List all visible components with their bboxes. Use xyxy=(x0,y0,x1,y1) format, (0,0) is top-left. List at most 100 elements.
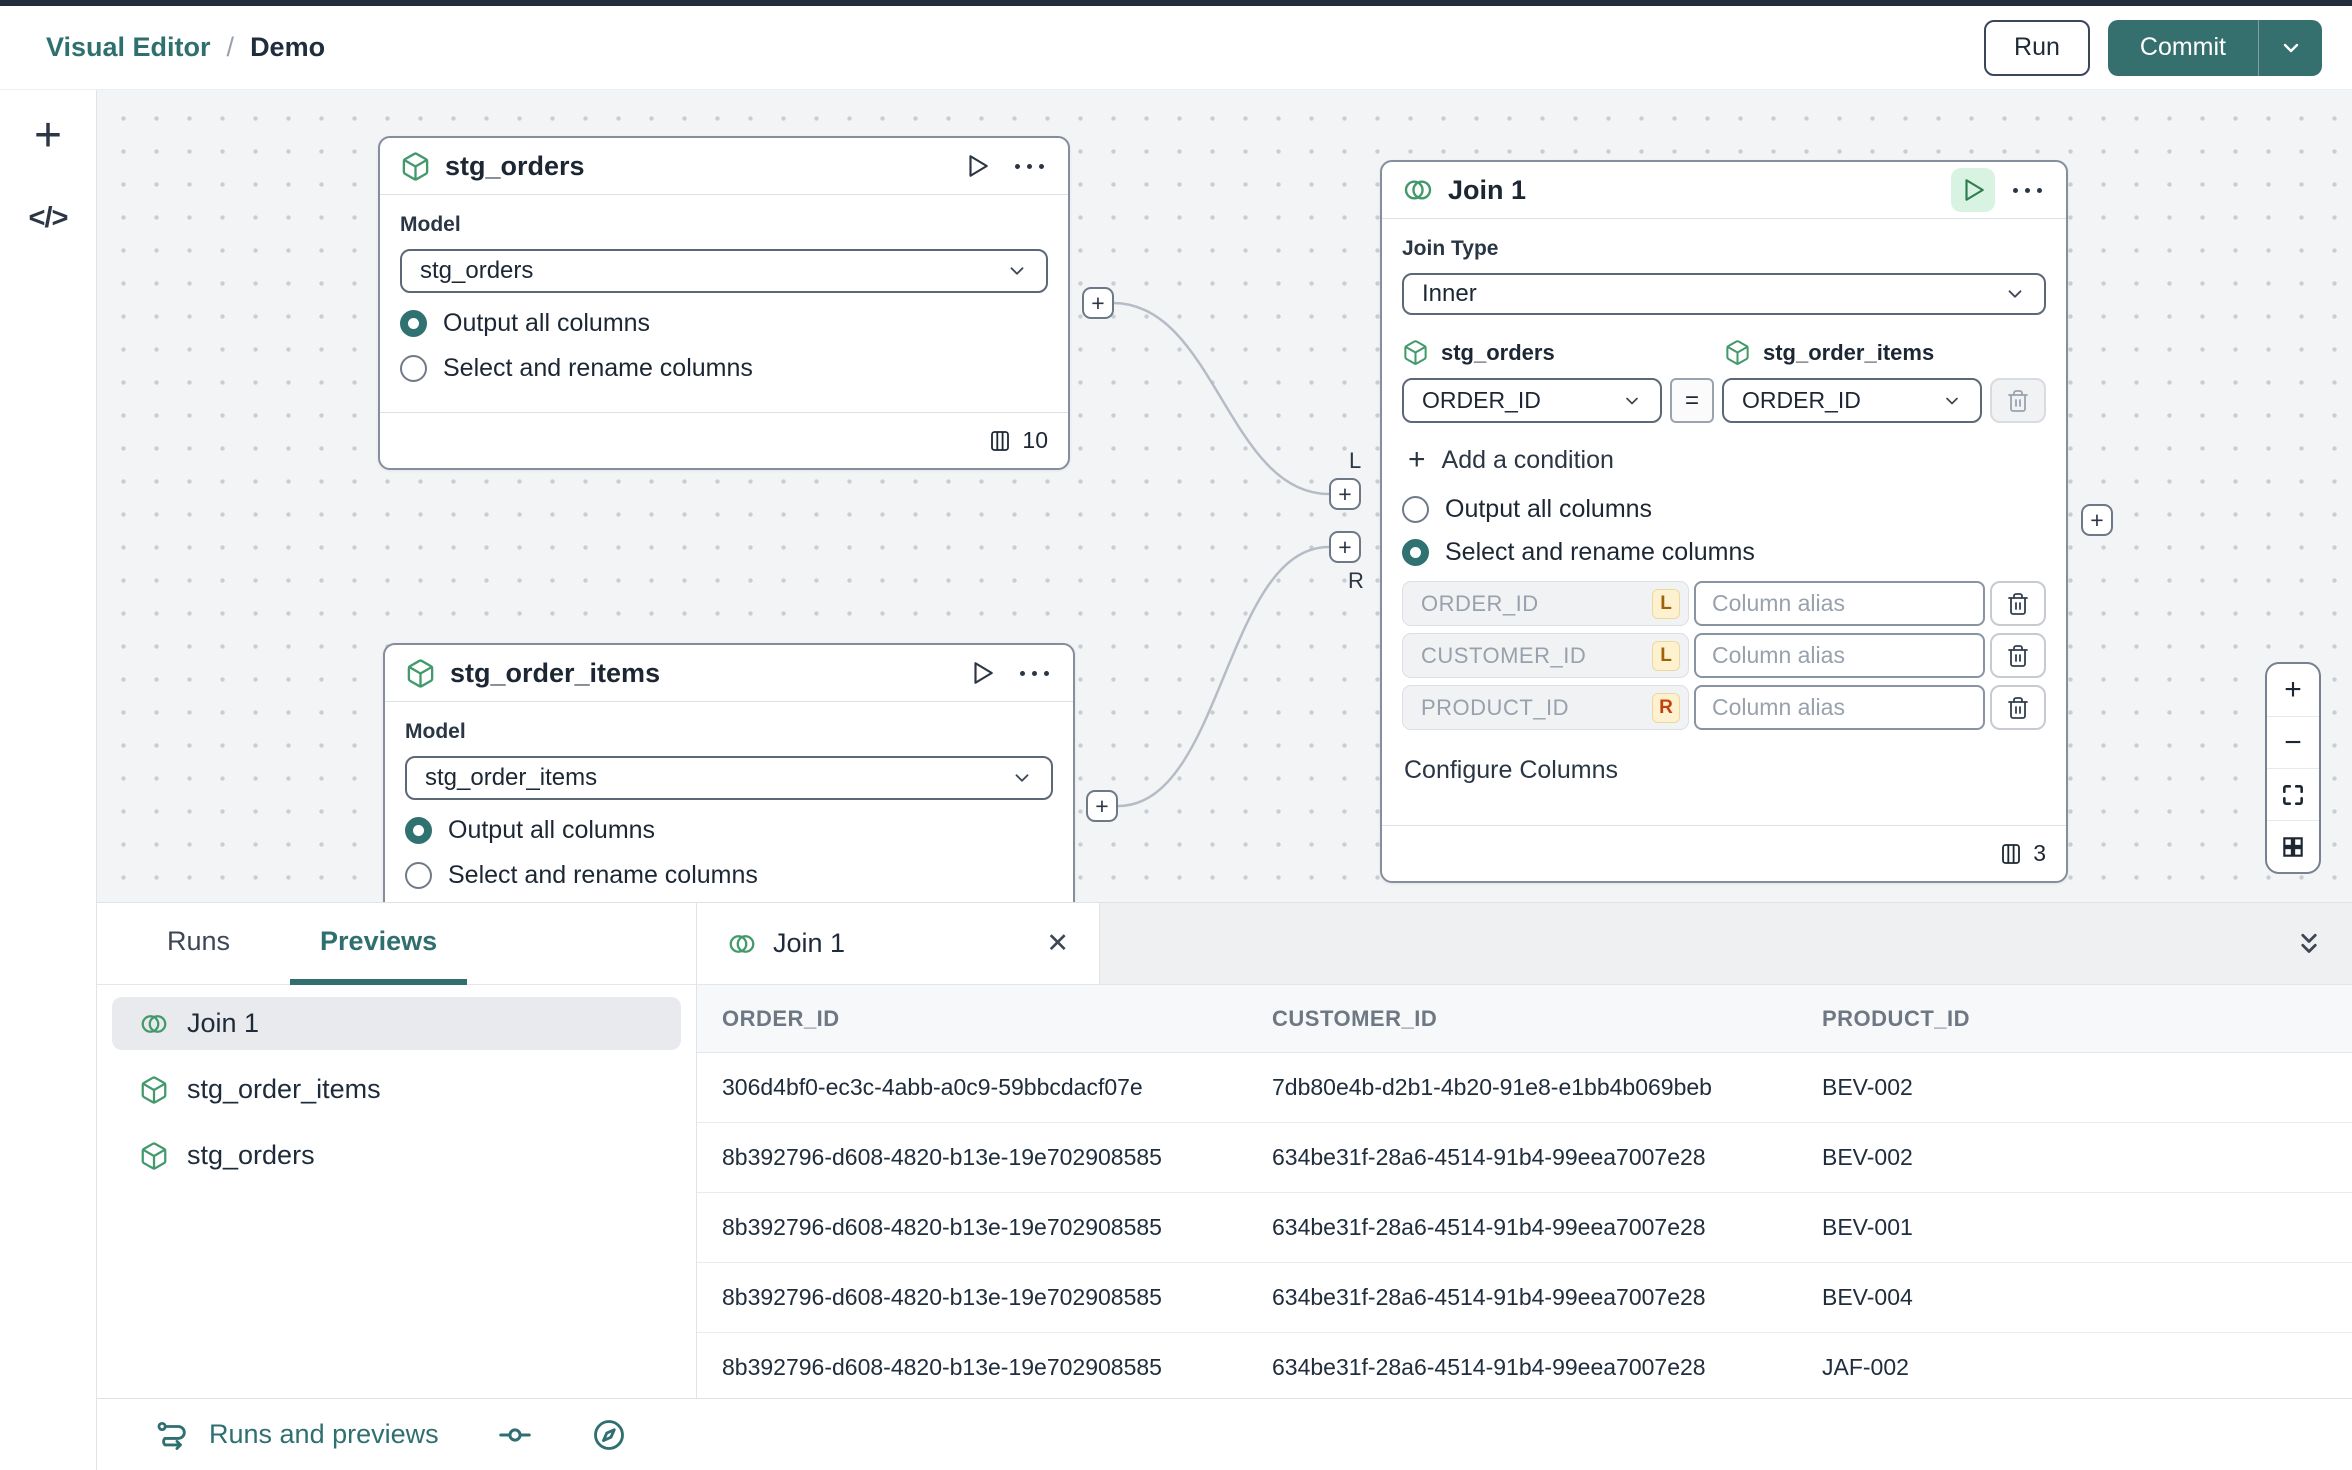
radio-unselected-icon[interactable] xyxy=(1402,496,1429,523)
list-item-label: stg_orders xyxy=(187,1140,315,1170)
radio-unselected-icon[interactable] xyxy=(405,862,432,889)
add-condition-button[interactable]: + Add a condition xyxy=(1408,445,2046,475)
play-node-button[interactable] xyxy=(957,146,997,186)
runs-and-previews-button[interactable]: Runs and previews xyxy=(155,1418,439,1452)
condition-left-select[interactable]: ORDER_ID xyxy=(1402,378,1662,423)
condition-right-select[interactable]: ORDER_ID xyxy=(1722,378,1982,423)
model-cube-icon xyxy=(141,1075,167,1104)
port-join-left-input[interactable]: + xyxy=(1329,478,1361,510)
delete-condition-button[interactable] xyxy=(1990,378,2046,423)
node-stg-order-items[interactable]: stg_order_items Model stg_order_items Ou… xyxy=(383,643,1075,902)
add-node-button[interactable]: + xyxy=(33,109,63,162)
radio-label: Output all columns xyxy=(443,309,651,337)
list-item-stg-order-items[interactable]: stg_order_items xyxy=(112,1063,681,1116)
pipeline-canvas[interactable]: stg_orders Model stg_orders Output all c… xyxy=(97,90,2352,902)
table-row[interactable]: 306d4bf0-ec3c-4abb-a0c9-59bbcdacf07e 7db… xyxy=(697,1053,2352,1123)
radio-select-rename[interactable]: Select and rename columns xyxy=(1402,538,2046,567)
radio-select-rename[interactable]: Select and rename columns xyxy=(405,861,1053,890)
radio-selected-icon[interactable] xyxy=(1402,539,1429,566)
trash-icon xyxy=(2008,592,2028,615)
port-join-right-input[interactable]: + xyxy=(1329,531,1361,563)
radio-selected-icon[interactable] xyxy=(400,310,427,337)
column-alias-row: PRODUCT_ID R xyxy=(1402,685,2046,730)
collapse-panel-button[interactable] xyxy=(2294,929,2324,959)
node-stg-orders[interactable]: stg_orders Model stg_orders Output all c… xyxy=(378,136,1070,470)
radio-select-rename[interactable]: Select and rename columns xyxy=(400,354,1048,383)
model-select-value: stg_orders xyxy=(420,257,534,284)
list-item-stg-orders[interactable]: stg_orders xyxy=(112,1129,681,1182)
column-alias-input[interactable] xyxy=(1694,581,1985,626)
breadcrumb-page: Demo xyxy=(250,32,326,62)
node-join-header: Join 1 xyxy=(1382,162,2066,219)
column-alias-input[interactable] xyxy=(1694,685,1985,730)
cell-order-id: 306d4bf0-ec3c-4abb-a0c9-59bbcdacf07e xyxy=(722,1074,1143,1100)
configure-columns-link[interactable]: Configure Columns xyxy=(1404,756,1618,784)
plus-icon: + xyxy=(1408,443,1426,476)
panel-tabs: Runs Previews xyxy=(97,903,696,985)
model-select[interactable]: stg_orders xyxy=(400,249,1048,293)
layout-grid-button[interactable] xyxy=(2267,820,2319,872)
radio-label: Output all columns xyxy=(1445,495,1653,523)
table-row[interactable]: 8b392796-d608-4820-b13e-19e702908585 634… xyxy=(697,1123,2352,1193)
panel-right: Join 1 ✕ ORDER_ID CUSTOMER_ID PRODUCT_ID… xyxy=(697,903,2352,1398)
delete-column-button[interactable] xyxy=(1990,633,2046,678)
zoom-out-button[interactable]: − xyxy=(2267,716,2319,768)
commit-dropdown-button[interactable] xyxy=(2258,19,2322,76)
tab-previews[interactable]: Previews xyxy=(290,903,468,985)
fit-view-button[interactable] xyxy=(2267,768,2319,820)
code-view-button[interactable]: </> xyxy=(28,201,69,234)
breadcrumb-separator: / xyxy=(226,32,235,62)
commit-node-button[interactable] xyxy=(497,1417,533,1453)
more-options-icon[interactable] xyxy=(1016,670,1053,676)
radio-label: Select and rename columns xyxy=(448,861,758,889)
play-node-button[interactable] xyxy=(1951,168,1995,212)
radio-output-all[interactable]: Output all columns xyxy=(400,309,1048,338)
list-item-join-1[interactable]: Join 1 xyxy=(112,997,681,1050)
radio-selected-icon[interactable] xyxy=(405,817,432,844)
condition-left-value: ORDER_ID xyxy=(1422,387,1541,413)
radio-output-all[interactable]: Output all columns xyxy=(1402,495,2046,524)
delete-column-button[interactable] xyxy=(1990,685,2046,730)
column-name: PRODUCT_ID xyxy=(1421,694,1570,720)
tab-runs[interactable]: Runs xyxy=(167,925,231,956)
side-badge-left: L xyxy=(1652,640,1680,671)
cell-order-id: 8b392796-d608-4820-b13e-19e702908585 xyxy=(722,1214,1162,1240)
join-type-select[interactable]: Inner xyxy=(1402,273,2046,315)
port-join-output[interactable]: + xyxy=(2081,504,2113,536)
more-options-icon[interactable] xyxy=(1011,163,1048,169)
commit-button[interactable]: Commit xyxy=(2107,19,2322,76)
node-join-1[interactable]: Join 1 Join Type Inner stg_orders stg_o xyxy=(1380,160,2068,883)
node-title: Join 1 xyxy=(1448,174,1527,205)
play-node-button[interactable] xyxy=(962,653,1002,693)
table-row[interactable]: 8b392796-d608-4820-b13e-19e702908585 634… xyxy=(697,1193,2352,1263)
close-icon[interactable]: ✕ xyxy=(1046,928,1069,958)
model-select-value: stg_order_items xyxy=(425,764,598,791)
port-stg-orders-output[interactable]: + xyxy=(1082,287,1114,319)
pipeline-flow-icon xyxy=(157,1421,186,1450)
column-alias-input[interactable] xyxy=(1694,633,1985,678)
run-button[interactable]: Run xyxy=(1984,19,2090,76)
radio-output-all[interactable]: Output all columns xyxy=(405,816,1053,845)
table-row[interactable]: 8b392796-d608-4820-b13e-19e702908585 634… xyxy=(697,1263,2352,1333)
bottom-toolbar: Runs and previews xyxy=(97,1398,2352,1470)
side-badge-right: R xyxy=(1652,692,1680,723)
radio-unselected-icon[interactable] xyxy=(400,355,427,382)
breadcrumb-section[interactable]: Visual Editor xyxy=(46,32,211,62)
commit-button-label[interactable]: Commit xyxy=(2139,33,2226,61)
join-venn-icon xyxy=(1404,180,1432,200)
table-row[interactable]: 8b392796-d608-4820-b13e-19e702908585 634… xyxy=(697,1333,2352,1398)
preview-tab-join-1[interactable]: Join 1 ✕ xyxy=(697,903,1100,984)
chevron-down-icon xyxy=(2283,43,2298,52)
bottom-panel: Runs Previews Join 1 stg_order_items stg… xyxy=(97,902,2352,1398)
side-badge-left: L xyxy=(1652,588,1680,619)
model-select[interactable]: stg_order_items xyxy=(405,756,1053,800)
port-stg-order-items-output[interactable]: + xyxy=(1086,790,1118,822)
model-cube-icon xyxy=(402,151,429,181)
more-options-icon[interactable] xyxy=(2009,187,2046,193)
delete-column-button[interactable] xyxy=(1990,581,2046,626)
zoom-in-button[interactable]: + xyxy=(2284,673,2302,706)
explore-button[interactable] xyxy=(591,1417,627,1453)
cell-product-id: BEV-002 xyxy=(1822,1144,1913,1170)
cell-customer-id: 634be31f-28a6-4514-91b4-99eea7007e28 xyxy=(1272,1354,1706,1380)
cell-order-id: 8b392796-d608-4820-b13e-19e702908585 xyxy=(722,1144,1162,1170)
